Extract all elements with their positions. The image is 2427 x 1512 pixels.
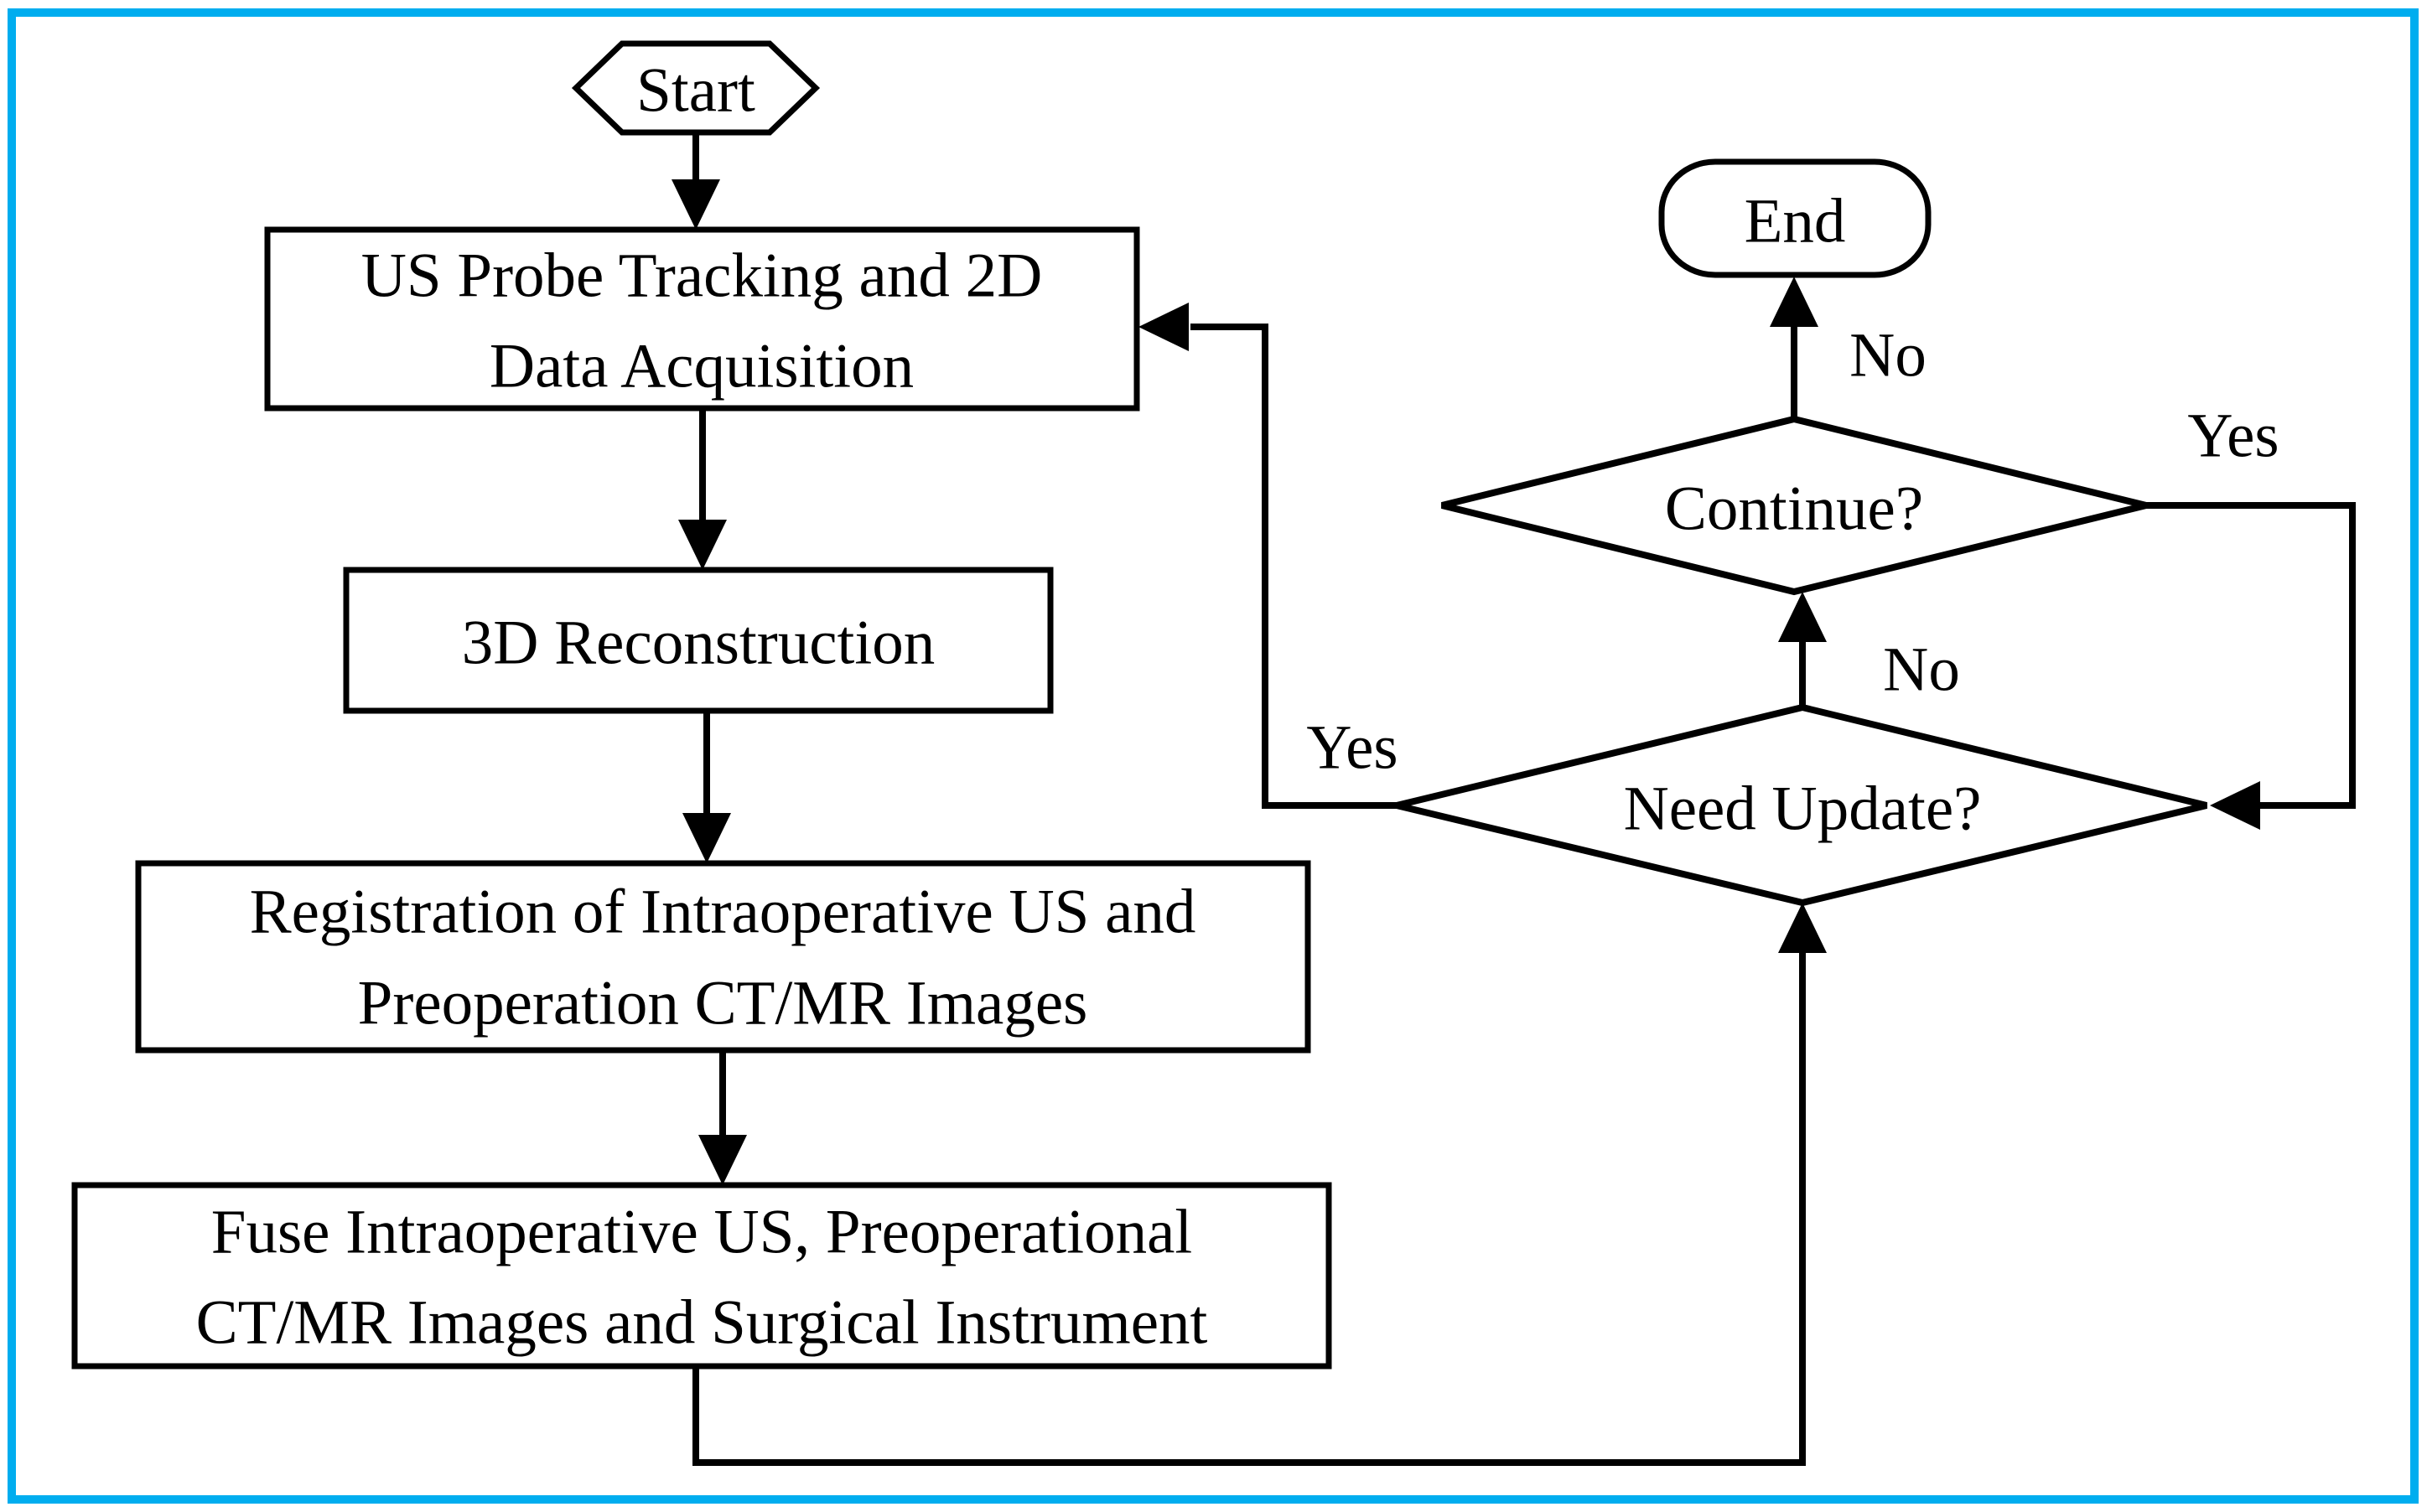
flowchart: No No Yes Yes xyxy=(71,40,2356,1466)
continue-label: Continue? xyxy=(1665,474,1923,544)
node-need-update: Need Update? xyxy=(1396,703,2207,907)
edge-label-need-update-yes: Yes xyxy=(1306,713,1398,783)
edge-need-update-yes-to-acquisition: Yes xyxy=(1138,303,1398,809)
arrowhead-down-icon xyxy=(698,1135,747,1185)
edge-line xyxy=(1190,324,1397,809)
edge-fusion-to-need-update xyxy=(692,903,1827,1466)
node-continue: Continue? xyxy=(1441,415,2147,596)
fusion-label-line1: Fuse Intraoperative US, Preoperational xyxy=(211,1198,1192,1267)
arrowhead-up-icon xyxy=(1770,277,1818,327)
node-acquisition: US Probe Tracking and 2D Data Acquisitio… xyxy=(264,226,1140,412)
arrowhead-left-icon xyxy=(2210,781,2260,830)
edge-label-continue-yes: Yes xyxy=(2187,401,2279,471)
arrowhead-down-icon xyxy=(678,520,727,570)
acquisition-label-line1: US Probe Tracking and 2D xyxy=(361,241,1043,311)
acquisition-label-line2: Data Acquisition xyxy=(490,332,914,401)
registration-box xyxy=(135,860,1311,1054)
edge-line xyxy=(2146,502,2356,809)
fusion-box xyxy=(71,1182,1332,1370)
edge-start-to-acquisition xyxy=(672,132,720,230)
fusion-label-line2: CT/MR Images and Surgical Instrument xyxy=(196,1288,1208,1358)
reconstruction-box xyxy=(343,567,1054,714)
edge-reconstruction-to-registration xyxy=(682,711,731,863)
reconstruction-label: 3D Reconstruction xyxy=(462,608,935,678)
start-hexagon xyxy=(571,40,821,136)
end-terminator xyxy=(1658,158,1932,278)
edge-need-update-no-to-continue: No xyxy=(1778,592,1960,707)
need-update-diamond xyxy=(1396,703,2207,907)
arrowhead-down-icon xyxy=(682,813,731,863)
arrowhead-left-icon xyxy=(1138,303,1189,351)
node-end: End xyxy=(1658,158,1932,278)
edge-label-continue-no: No xyxy=(1849,321,1927,391)
edge-acquisition-to-reconstruction xyxy=(678,408,727,570)
node-registration: Registration of Intraoperative US and Pr… xyxy=(135,860,1311,1054)
edge-continue-yes-to-need-update: Yes xyxy=(2146,401,2356,830)
acquisition-box xyxy=(264,226,1140,412)
need-update-label: Need Update? xyxy=(1624,774,1982,844)
registration-label-line1: Registration of Intraoperative US and xyxy=(250,878,1196,947)
registration-label-line2: Preoperation CT/MR Images xyxy=(358,969,1088,1038)
end-label: End xyxy=(1745,187,1846,256)
edge-label-need-update-no: No xyxy=(1883,635,1960,705)
arrowhead-up-icon xyxy=(1778,592,1827,642)
flowchart-inner: No No Yes Yes xyxy=(71,40,2356,1466)
edge-line xyxy=(692,949,1806,1466)
arrowhead-up-icon xyxy=(1778,903,1827,953)
edge-continue-no-to-end: No xyxy=(1770,277,1927,419)
node-start: Start xyxy=(571,40,821,136)
arrowhead-down-icon xyxy=(672,179,720,230)
node-reconstruction: 3D Reconstruction xyxy=(343,567,1054,714)
continue-diamond xyxy=(1441,415,2147,596)
node-fusion: Fuse Intraoperative US, Preoperational C… xyxy=(71,1182,1332,1370)
start-label: Start xyxy=(636,56,755,126)
edge-registration-to-fusion xyxy=(698,1050,747,1185)
